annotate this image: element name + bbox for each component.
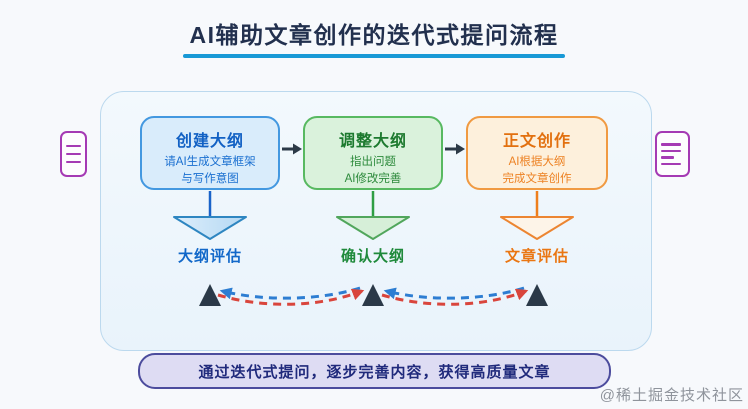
title-underline <box>183 54 565 58</box>
page-title: AI辅助文章创作的迭代式提问流程 <box>189 22 559 48</box>
stage-desc: 指出问题 AI修改完善 <box>344 156 402 186</box>
stage-box-create-outline: 创建大纲 请AI生成文章框架 与写作意图 <box>140 116 280 190</box>
stage-title: 调整大纲 <box>338 133 407 150</box>
result-label-outline-eval: 大纲评估 <box>177 248 242 265</box>
summary-banner: 通过迭代式提问，逐步完善内容，获得高质量文章 <box>138 353 611 389</box>
stage-box-write-article: 正文创作 AI根据大纲 完成文章创作 <box>466 116 608 190</box>
document-lines-icon <box>60 131 87 177</box>
stage-title: 正文创作 <box>502 133 571 150</box>
watermark: @稀土掘金技术社区 <box>599 387 744 404</box>
summary-banner-text: 通过迭代式提问，逐步完善内容，获得高质量文章 <box>198 363 551 381</box>
result-label-confirm-outline: 确认大纲 <box>340 248 405 265</box>
stage-box-adjust-outline: 调整大纲 指出问题 AI修改完善 <box>303 116 443 190</box>
stage-desc: AI根据大纲 完成文章创作 <box>502 156 572 186</box>
stage-title: 创建大纲 <box>175 133 244 150</box>
result-label-article-eval: 文章评估 <box>504 248 569 265</box>
document-text-icon <box>655 131 690 177</box>
stage-desc: 请AI生成文章框架 与写作意图 <box>164 156 256 186</box>
